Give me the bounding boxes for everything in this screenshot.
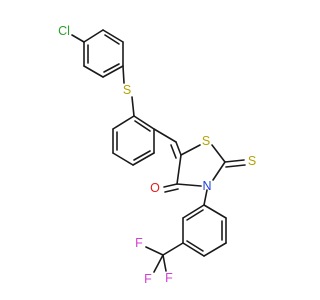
vinyl-bond bbox=[153, 128, 177, 143]
thione-double-bond bbox=[224, 159, 246, 168]
phenyl-ring bbox=[112, 115, 155, 166]
molecule-structure: Cl S S S O N F F F bbox=[58, 24, 256, 286]
c-cl-bond bbox=[71, 34, 85, 43]
carbonyl-double-bond bbox=[163, 183, 179, 193]
fluorine-atom-2: F bbox=[165, 271, 173, 285]
structure-canvas: Cl S S S O N F F F bbox=[58, 24, 256, 286]
carbonyl-oxygen-atom: O bbox=[150, 181, 160, 195]
c-cf3-bond bbox=[162, 242, 184, 256]
exocyclic-double-bond bbox=[170, 141, 182, 159]
ring-sulfur-atom: S bbox=[202, 134, 210, 148]
c-s-bond-2 bbox=[131, 96, 135, 117]
thiazolidine-ring bbox=[176, 144, 226, 187]
chlorophenyl-ring bbox=[83, 29, 124, 78]
thione-sulfur-atom: S bbox=[248, 154, 256, 168]
chlorine-atom: Cl bbox=[58, 24, 70, 38]
cf3-group bbox=[145, 246, 167, 273]
fluorine-atom-3: F bbox=[144, 272, 152, 286]
c-s-bond-1 bbox=[122, 65, 125, 84]
trifluoromethylphenyl-ring bbox=[182, 204, 227, 257]
thioether-sulfur-atom: S bbox=[123, 83, 131, 97]
ring-nitrogen-atom: N bbox=[202, 179, 211, 193]
n-aryl-bond bbox=[203, 189, 208, 206]
fluorine-atom-1: F bbox=[135, 236, 143, 250]
